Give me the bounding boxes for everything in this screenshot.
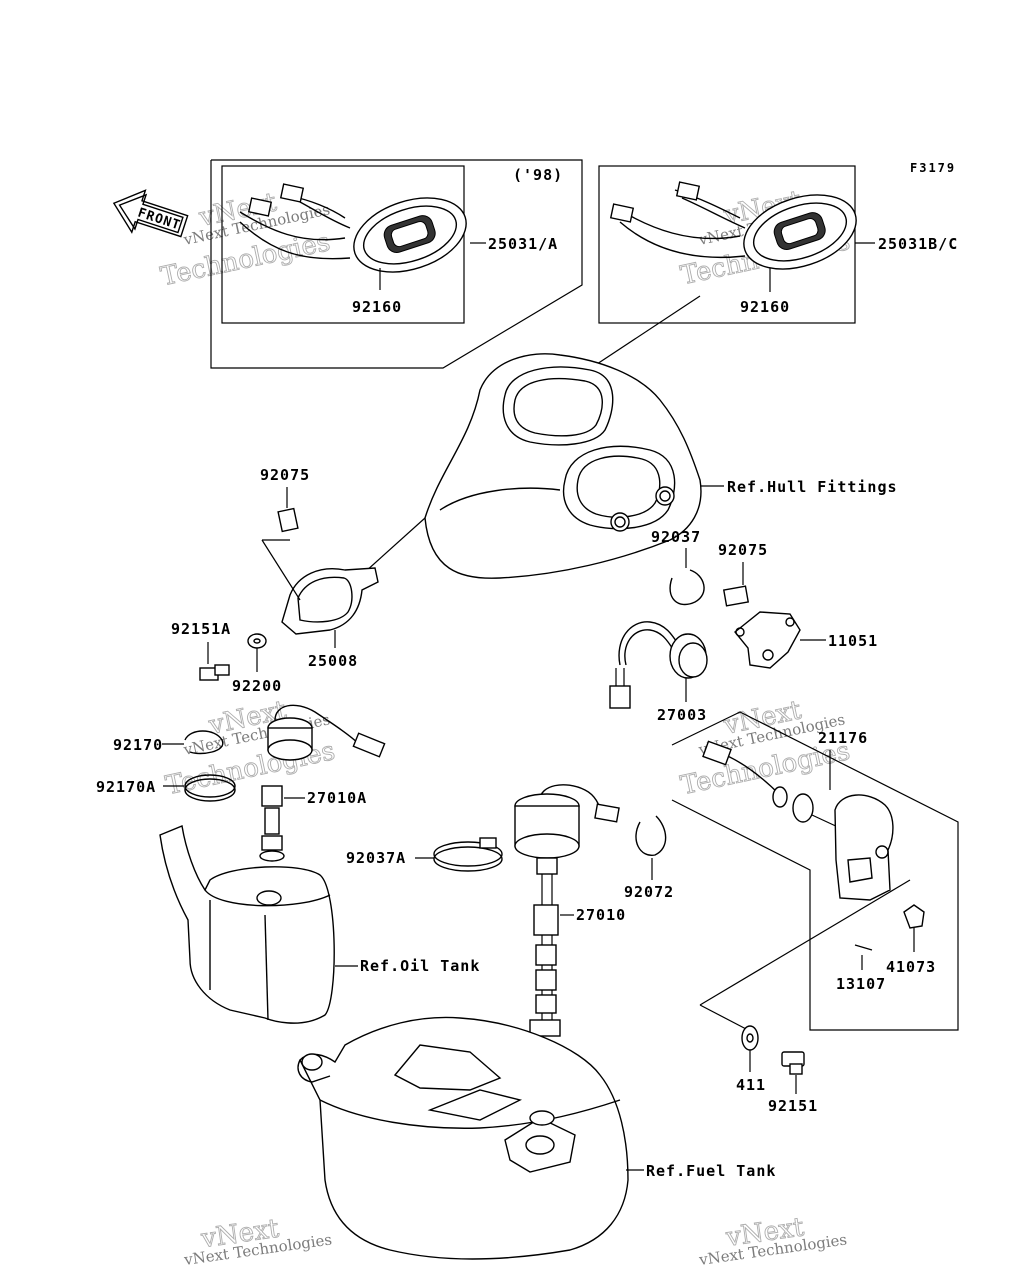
clamp-92037: 92037 <box>651 528 705 606</box>
sensor-27003: 27003 <box>609 621 708 724</box>
bolt-92151a: 92151A <box>171 620 231 681</box>
part-label-92037: 92037 <box>651 528 701 546</box>
pad-92075-right: 92075 <box>718 541 768 607</box>
front-arrow-icon: FRONT <box>112 189 189 238</box>
part-label-92151a: 92151A <box>171 620 231 638</box>
part-label-92072: 92072 <box>624 883 674 901</box>
bracket-11051: 11051 <box>734 611 878 669</box>
clip-41073: 41073 <box>886 904 936 976</box>
part-label-21176: 21176 <box>818 729 868 747</box>
meter-inset-left: ('98) 25031/A 92160 <box>210 159 583 369</box>
clamp-92170: 92170 <box>113 730 224 755</box>
part-label-92160-right: 92160 <box>740 298 790 316</box>
sensor-27010a: 27010A <box>259 704 386 862</box>
pin-13107: 13107 <box>836 944 886 993</box>
fuel-tank: Ref.Fuel Tank <box>297 1016 776 1260</box>
clamp-92072: 92072 <box>624 815 674 901</box>
part-label-92075-right: 92075 <box>718 541 768 559</box>
clamp-92037a: 92037A <box>346 837 503 872</box>
part-label-92170: 92170 <box>113 736 163 754</box>
bracket-25008: 25008 <box>261 517 426 670</box>
part-label-27010a: 27010A <box>307 789 367 807</box>
figure-code: F3179 <box>910 161 956 175</box>
part-label-92037a: 92037A <box>346 849 406 867</box>
part-label-11051: 11051 <box>828 632 878 650</box>
part-label-92151: 92151 <box>768 1097 818 1115</box>
part-label-41073: 41073 <box>886 958 936 976</box>
clamp-92170a: 92170A <box>96 774 236 802</box>
oil-tank: Ref.Oil Tank <box>159 825 480 1024</box>
washer-411: 411 <box>736 1025 766 1094</box>
part-label-27010: 27010 <box>576 906 626 924</box>
sensor-assembly-inset: 21176 <box>671 711 959 1031</box>
part-label-411: 411 <box>736 1076 766 1094</box>
ref-oil-tank-label: Ref.Oil Tank <box>360 957 480 975</box>
bolt-92151: 92151 <box>768 1051 818 1115</box>
part-label-27003: 27003 <box>657 706 707 724</box>
ref-fuel-tank-label: Ref.Fuel Tank <box>646 1162 776 1180</box>
part-label-13107: 13107 <box>836 975 886 993</box>
part-label-25031-a: 25031/A <box>488 235 558 253</box>
part-label-92075-left: 92075 <box>260 466 310 484</box>
part-label-25031b-c: 25031B/C <box>878 235 958 253</box>
part-label-25008: 25008 <box>308 652 358 670</box>
meter-inset-right: 25031B/C 92160 <box>598 165 958 324</box>
part-label-92200: 92200 <box>232 677 282 695</box>
sensor-27010: 27010 <box>514 784 626 1037</box>
meter-housing <box>743 194 857 270</box>
part-label-92160-left: 92160 <box>352 298 402 316</box>
year-note: ('98) <box>513 166 563 184</box>
ref-hull-fittings-label: Ref.Hull Fittings <box>727 478 898 496</box>
part-label-92170a: 92170A <box>96 778 156 796</box>
meter-housing <box>353 197 467 273</box>
hull-fitting: Ref.Hull Fittings <box>424 353 898 579</box>
pad-92075-left: 92075 <box>260 466 310 533</box>
washer-92200: 92200 <box>232 633 282 695</box>
